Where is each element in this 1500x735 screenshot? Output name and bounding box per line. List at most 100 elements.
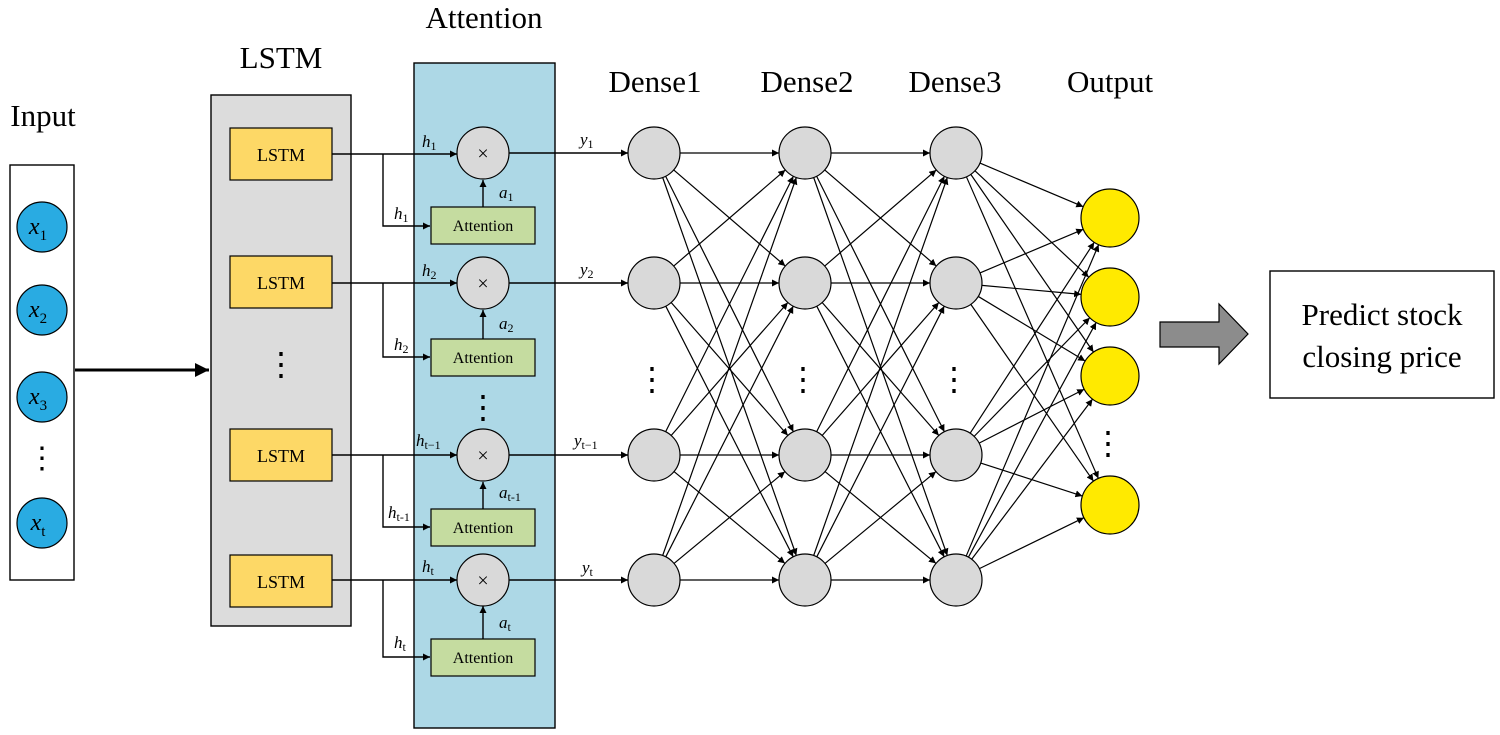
svg-text:ht: ht: [394, 633, 407, 654]
dense1-node-1: [627, 126, 681, 180]
dense2-4-to-dense3-1-edge: [813, 177, 949, 556]
lstm-ellipsis: ⋮: [265, 346, 297, 382]
svg-text:LSTM: LSTM: [257, 145, 305, 165]
dense1-4-to-dense2-1-edge: [662, 177, 798, 556]
input-node-2: x2: [16, 284, 68, 336]
lstm-cell-4: LSTM: [229, 554, 333, 608]
dense1-ellipsis: ⋮: [636, 361, 668, 397]
dense3-2-to-output-2-edge: [981, 284, 1082, 298]
dense3-node-4: [929, 553, 983, 607]
dense3-1-to-output-4-edge: [965, 176, 1099, 479]
prediction-box: [1269, 270, 1495, 399]
svg-text:x2: x2: [28, 297, 47, 327]
svg-text:Attention: Attention: [453, 520, 513, 537]
input-ellipsis: ⋮: [27, 442, 57, 475]
dense3-2-to-output-4-edge: [970, 304, 1094, 482]
svg-text:Attention: Attention: [453, 218, 513, 235]
svg-text:ht−1: ht−1: [416, 431, 441, 452]
input-node-t: xt: [16, 497, 68, 549]
svg-text:LSTM: LSTM: [257, 572, 305, 592]
prediction-arrow-icon: [1159, 302, 1249, 366]
dense3-node-1: [929, 126, 983, 180]
svg-text:x3: x3: [28, 384, 47, 414]
attention-box-4: [430, 638, 536, 677]
lstm-panel: [210, 94, 352, 627]
svg-text:at: at: [499, 613, 512, 634]
svg-text:h2: h2: [394, 335, 409, 356]
dense3-3-to-output-2-edge: [973, 317, 1091, 437]
svg-text:a1: a1: [499, 183, 514, 204]
attention-ellipsis: ⋮: [467, 389, 499, 425]
attention-row-3: Attention × ht−1 ht-1 at-1 yt−1: [332, 428, 628, 547]
dense3-3-to-output-3-edge: [978, 388, 1085, 444]
dense1-node-3: [627, 428, 681, 482]
prediction-line-1: Predict stock: [1302, 297, 1463, 332]
dense1-4-to-dense2-2-edge: [665, 305, 794, 558]
svg-text:×: ×: [477, 445, 488, 467]
svg-text:y2: y2: [578, 260, 594, 281]
svg-text:xt: xt: [30, 510, 47, 540]
attention-row-2: Attention × h2 h2 a2 y2: [332, 256, 628, 377]
svg-text:×: ×: [477, 143, 488, 165]
lstm-cell-3: LSTM: [229, 428, 333, 482]
dense2-node-2: [778, 256, 832, 310]
svg-text:at-1: at-1: [499, 483, 521, 504]
svg-text:x1: x1: [28, 214, 47, 244]
svg-text:a2: a2: [499, 314, 514, 335]
dense1-4-to-dense2-3-edge: [673, 471, 786, 564]
dense3-node-2: [929, 256, 983, 310]
output-node-1: [1080, 188, 1140, 248]
dense1-node-2: [627, 256, 681, 310]
output-node-4: [1080, 475, 1140, 535]
svg-text:×: ×: [477, 570, 488, 592]
svg-text:y1: y1: [578, 130, 594, 151]
dense-nodes: [627, 126, 1140, 607]
dense3-1-to-output-2-edge: [974, 170, 1090, 278]
output-ellipsis: ⋮: [1092, 425, 1124, 461]
dense3-title: Dense3: [909, 64, 1002, 99]
svg-text:ht-1: ht-1: [388, 503, 410, 524]
svg-text:×: ×: [477, 273, 488, 295]
output-node-3: [1080, 346, 1140, 406]
attention-box-2: [430, 338, 536, 377]
dense-connections: [662, 149, 1100, 584]
dense3-2-to-output-3-edge: [977, 295, 1086, 362]
dense2-3-to-dense3-1-edge: [816, 175, 945, 433]
dense1-title: Dense1: [609, 64, 702, 99]
svg-text:yt−1: yt−1: [572, 431, 598, 452]
lstm-cell-2: LSTM: [229, 255, 333, 309]
dense3-3-to-output-1-edge: [969, 241, 1095, 434]
attention-row-4: Attention × ht ht at yt: [332, 553, 628, 677]
dense3-4-to-output-1-edge: [965, 244, 1100, 557]
lstm-title: LSTM: [240, 40, 323, 75]
output-node-2: [1080, 267, 1140, 327]
dense2-2-to-dense3-1-edge: [824, 169, 937, 267]
svg-text:LSTM: LSTM: [257, 273, 305, 293]
input-title: Input: [10, 98, 76, 133]
dense3-1-to-output-1-edge: [979, 162, 1084, 208]
dense2-4-to-dense3-2-edge: [816, 305, 945, 558]
output-title: Output: [1067, 64, 1154, 99]
attention-row-1: Attention × h1 h1 a1 y1: [332, 126, 628, 245]
svg-text:Attention: Attention: [453, 650, 513, 667]
svg-text:Attention: Attention: [453, 350, 513, 367]
dense3-node-3: [929, 428, 983, 482]
svg-text:LSTM: LSTM: [257, 446, 305, 466]
dense2-3-to-dense3-2-edge: [821, 302, 940, 436]
dense2-title: Dense2: [761, 64, 854, 99]
dense3-4-to-output-4-edge: [979, 517, 1085, 570]
dense3-ellipsis: ⋮: [938, 361, 970, 397]
attention-title: Attention: [425, 0, 543, 35]
dense2-ellipsis: ⋮: [787, 361, 819, 397]
prediction-line-2: closing price: [1302, 339, 1461, 374]
dense1-3-to-dense2-1-edge: [665, 175, 794, 433]
dense2-node-3: [778, 428, 832, 482]
svg-text:yt: yt: [580, 558, 594, 579]
input-node-1: x1: [16, 201, 68, 253]
dense2-4-to-dense3-3-edge: [824, 471, 937, 564]
dense1-node-4: [627, 553, 681, 607]
dense2-node-4: [778, 553, 832, 607]
svg-text:ht: ht: [422, 557, 435, 578]
